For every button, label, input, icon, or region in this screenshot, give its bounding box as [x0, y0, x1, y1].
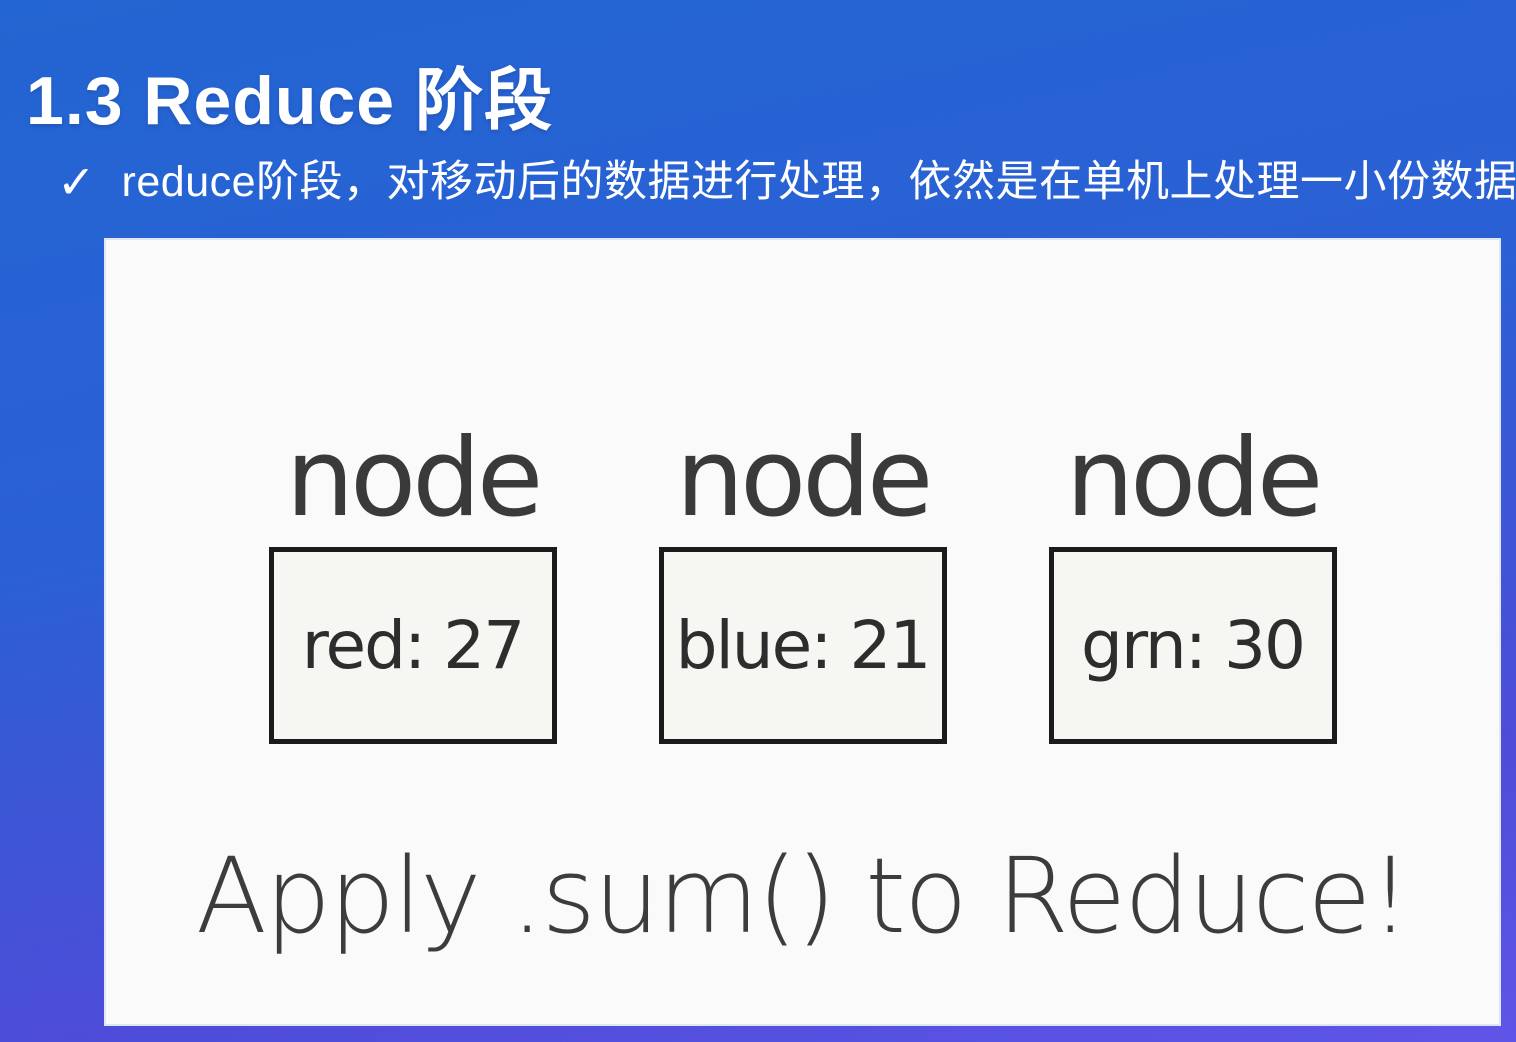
node-group-grn: node grn: 30	[1048, 416, 1337, 744]
diagram-panel: node red: 27 node blue: 21 node grn: 30 …	[104, 238, 1501, 1026]
node-value-grn: grn: 30	[1081, 607, 1306, 684]
node-group-blue: node blue: 21	[658, 416, 947, 744]
node-box: grn: 30	[1048, 547, 1337, 744]
nodes-row: node red: 27 node blue: 21 node grn: 30	[106, 425, 1499, 744]
slide-title: 1.3 Reduce 阶段	[26, 62, 553, 139]
bullet-text: reduce阶段，对移动后的数据进行处理，依然是在单机上处理一小份数据	[121, 158, 1516, 206]
node-label: node	[675, 416, 934, 541]
node-value-red: red: 27	[301, 607, 525, 684]
node-label: node	[285, 416, 544, 541]
node-value-blue: blue: 21	[675, 607, 932, 684]
bullet-item: ✓ reduce阶段，对移动后的数据进行处理，依然是在单机上处理一小份数据	[57, 158, 1516, 207]
node-group-red: node red: 27	[268, 416, 557, 744]
node-label: node	[1065, 416, 1324, 541]
checkmark-icon: ✓	[57, 155, 96, 209]
diagram-caption: Apply .sum() to Reduce!	[195, 835, 1411, 957]
node-box: red: 27	[268, 547, 557, 744]
node-box: blue: 21	[658, 547, 947, 744]
